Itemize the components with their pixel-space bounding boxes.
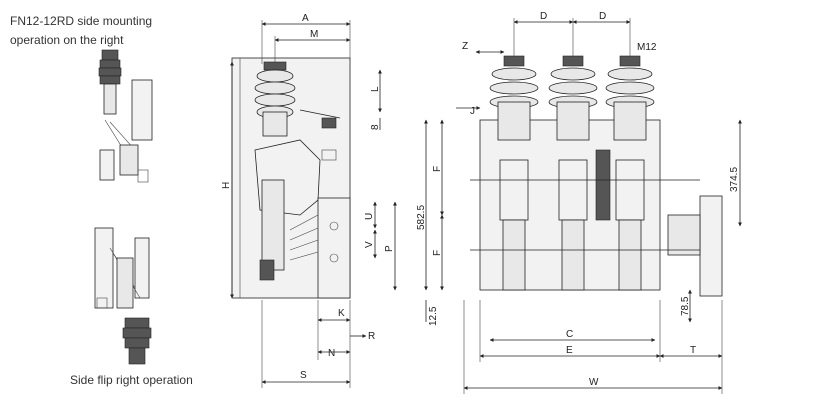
dim-A: A — [302, 13, 309, 24]
dim-F2: F — [432, 250, 443, 256]
dim-78-5: 78.5 — [680, 296, 691, 316]
dim-12-5: 12.5 — [428, 306, 439, 326]
dim-W: W — [589, 377, 599, 388]
dim-J: J — [470, 106, 475, 117]
dim-582-5: 582.5 — [416, 205, 427, 230]
dim-R: R — [368, 331, 375, 342]
dim-374-5: 374.5 — [729, 167, 740, 192]
thumbnail-side-mount — [98, 49, 153, 183]
side-view-dimensions: A M L 8 H U V P K R N S — [221, 13, 397, 388]
dim-N: N — [328, 348, 335, 359]
dim-D1: D — [540, 11, 547, 22]
front-view — [470, 55, 723, 297]
dim-E: E — [566, 345, 573, 356]
dim-P: P — [384, 245, 395, 252]
dim-V: V — [364, 241, 375, 248]
dim-L: L — [370, 86, 381, 92]
dim-M: M — [310, 29, 318, 40]
dim-F1: F — [432, 166, 443, 172]
dim-C: C — [566, 329, 573, 340]
label-M12: M12 — [637, 42, 657, 53]
title-caption: FN12-12RD side mounting operation on the… — [10, 12, 210, 50]
caption-line-1: FN12-12RD side mounting — [10, 14, 153, 28]
dim-S: S — [300, 370, 307, 381]
dim-H: H — [221, 182, 232, 189]
dim-8: 8 — [370, 124, 381, 130]
side-view — [231, 57, 351, 299]
front-view-dimensions: D D Z M12 J F F 582.5 12.5 374.5 78.5 C … — [416, 11, 742, 394]
bottom-caption: Side flip right operation — [70, 373, 193, 387]
dim-U: U — [364, 213, 375, 220]
dim-Z: Z — [462, 41, 468, 52]
caption-line-2: operation on the right — [10, 33, 124, 47]
dim-K: K — [338, 308, 345, 319]
thumbnail-side-flip — [94, 227, 152, 365]
dim-D2: D — [599, 11, 606, 22]
dim-T: T — [690, 345, 696, 356]
